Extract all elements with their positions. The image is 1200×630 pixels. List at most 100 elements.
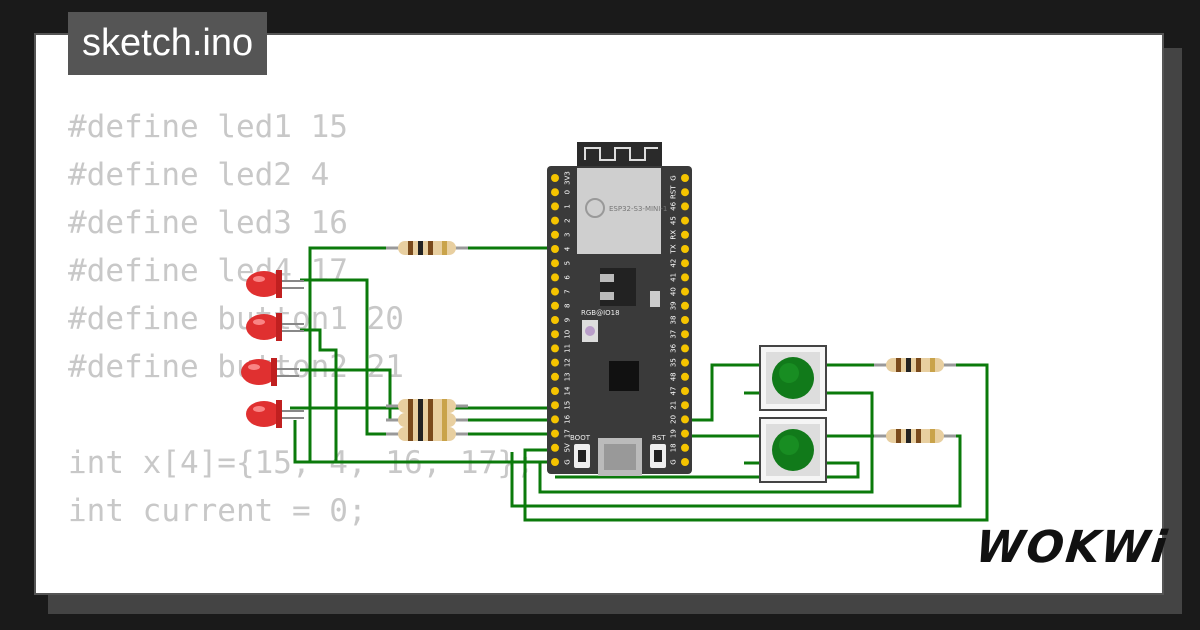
right-pin[interactable] — [681, 174, 689, 182]
pin-label: 13 — [564, 372, 572, 381]
right-pin[interactable] — [681, 401, 689, 410]
leds[interactable] — [241, 270, 304, 428]
pin-label: 9 — [564, 318, 572, 322]
pin-label: 45 — [670, 216, 678, 225]
left-pin[interactable] — [551, 245, 559, 253]
boot-label: BOOT — [570, 434, 591, 442]
pin-label: 11 — [564, 344, 572, 353]
pin-label: 41 — [670, 273, 678, 282]
led[interactable] — [241, 358, 299, 386]
left-pin[interactable] — [551, 174, 559, 182]
pin-label: 3V3 — [564, 171, 572, 185]
resistor — [386, 427, 468, 441]
left-pin[interactable] — [551, 316, 559, 324]
wires — [290, 246, 989, 522]
left-pin[interactable] — [551, 287, 559, 296]
pin-label: 38 — [670, 316, 678, 325]
left-pin[interactable] — [551, 372, 559, 381]
pin-label: 40 — [670, 287, 678, 296]
right-pin[interactable] — [681, 287, 689, 296]
left-pin[interactable] — [551, 259, 559, 268]
right-pin[interactable] — [681, 301, 689, 310]
right-pin[interactable] — [681, 458, 689, 466]
rst-label: RST — [652, 434, 666, 442]
rgb-label: RGB@IO18 — [581, 309, 620, 317]
code-line: #define button2 21 — [68, 349, 404, 385]
right-pin[interactable] — [681, 344, 689, 353]
pin-label: 17 — [564, 429, 572, 438]
resistors — [386, 241, 956, 443]
left-pin[interactable] — [551, 330, 559, 339]
pin-label: 46 — [670, 201, 678, 210]
left-pin[interactable] — [551, 387, 559, 395]
left-pin[interactable] — [551, 358, 559, 367]
left-pin[interactable] — [551, 188, 559, 197]
pin-label: 42 — [670, 259, 678, 268]
pin-label: 14 — [564, 386, 572, 395]
pin-label: 15 — [564, 401, 572, 410]
right-pin[interactable] — [681, 273, 689, 282]
pin-label: 20 — [670, 415, 678, 424]
left-pin[interactable] — [551, 443, 559, 452]
pin-label: 6 — [564, 275, 572, 280]
esp32-s3-board[interactable]: ESP32-S3-MINI-1 RGB@IO18 BOOT RST 3V3012… — [547, 142, 692, 476]
pushbutton-1[interactable] — [759, 345, 827, 411]
led[interactable] — [246, 400, 304, 428]
pin-label: G — [670, 175, 678, 180]
pin-label: 2 — [564, 218, 572, 222]
left-pin[interactable] — [551, 429, 559, 438]
pin-label: 36 — [670, 343, 678, 352]
code-line: void setup() { — [68, 583, 535, 593]
pin-label: RST — [670, 185, 678, 199]
right-pin[interactable] — [681, 443, 689, 452]
pin-label: 7 — [564, 289, 572, 293]
pin-label: RX — [670, 230, 678, 240]
right-pin[interactable] — [681, 188, 689, 197]
pin-label: 4 — [564, 246, 572, 251]
left-pin[interactable] — [551, 344, 559, 353]
resistor — [386, 399, 468, 413]
wokwi-logo: WOKWi — [973, 522, 1172, 573]
right-pin[interactable] — [681, 387, 689, 395]
pin-label: 48 — [670, 372, 678, 381]
right-pin[interactable] — [681, 216, 689, 225]
right-pin[interactable] — [681, 330, 689, 339]
left-pin[interactable] — [551, 415, 559, 424]
right-pin[interactable] — [681, 415, 689, 424]
code-line: int current = 0; — [68, 493, 367, 529]
right-pin-header: GRST4645RXTX4241403938373635484721201918… — [670, 174, 689, 466]
pin-label: 5V — [564, 443, 572, 452]
resistor — [386, 413, 468, 427]
right-pin[interactable] — [681, 230, 689, 239]
right-pin[interactable] — [681, 245, 689, 253]
left-pin[interactable] — [551, 202, 559, 211]
left-pin[interactable] — [551, 230, 559, 239]
module-label: ESP32-S3-MINI-1 — [609, 205, 667, 213]
code-line: #define led2 4 — [68, 157, 330, 193]
led[interactable] — [246, 270, 304, 298]
led[interactable] — [246, 313, 304, 341]
file-tab[interactable]: sketch.ino — [68, 12, 268, 75]
pin-label: 21 — [670, 401, 678, 410]
left-pin[interactable] — [551, 301, 559, 310]
pin-label: 8 — [564, 304, 572, 308]
right-pin[interactable] — [681, 202, 689, 211]
left-pin[interactable] — [551, 216, 559, 225]
left-pin[interactable] — [551, 273, 559, 282]
right-pin[interactable] — [681, 358, 689, 367]
pin-label: G — [564, 459, 572, 464]
right-pin[interactable] — [681, 372, 689, 381]
pin-label: 18 — [670, 443, 678, 452]
right-pin[interactable] — [681, 429, 689, 438]
left-pin[interactable] — [551, 401, 559, 410]
pin-label: TX — [670, 244, 678, 254]
pin-label: 39 — [670, 301, 678, 310]
right-pin[interactable] — [681, 259, 689, 268]
pin-label: 3 — [564, 233, 572, 237]
left-pin[interactable] — [551, 458, 559, 466]
right-pin[interactable] — [681, 316, 689, 324]
pin-label: 5 — [564, 261, 572, 265]
pushbutton-2[interactable] — [759, 417, 827, 483]
